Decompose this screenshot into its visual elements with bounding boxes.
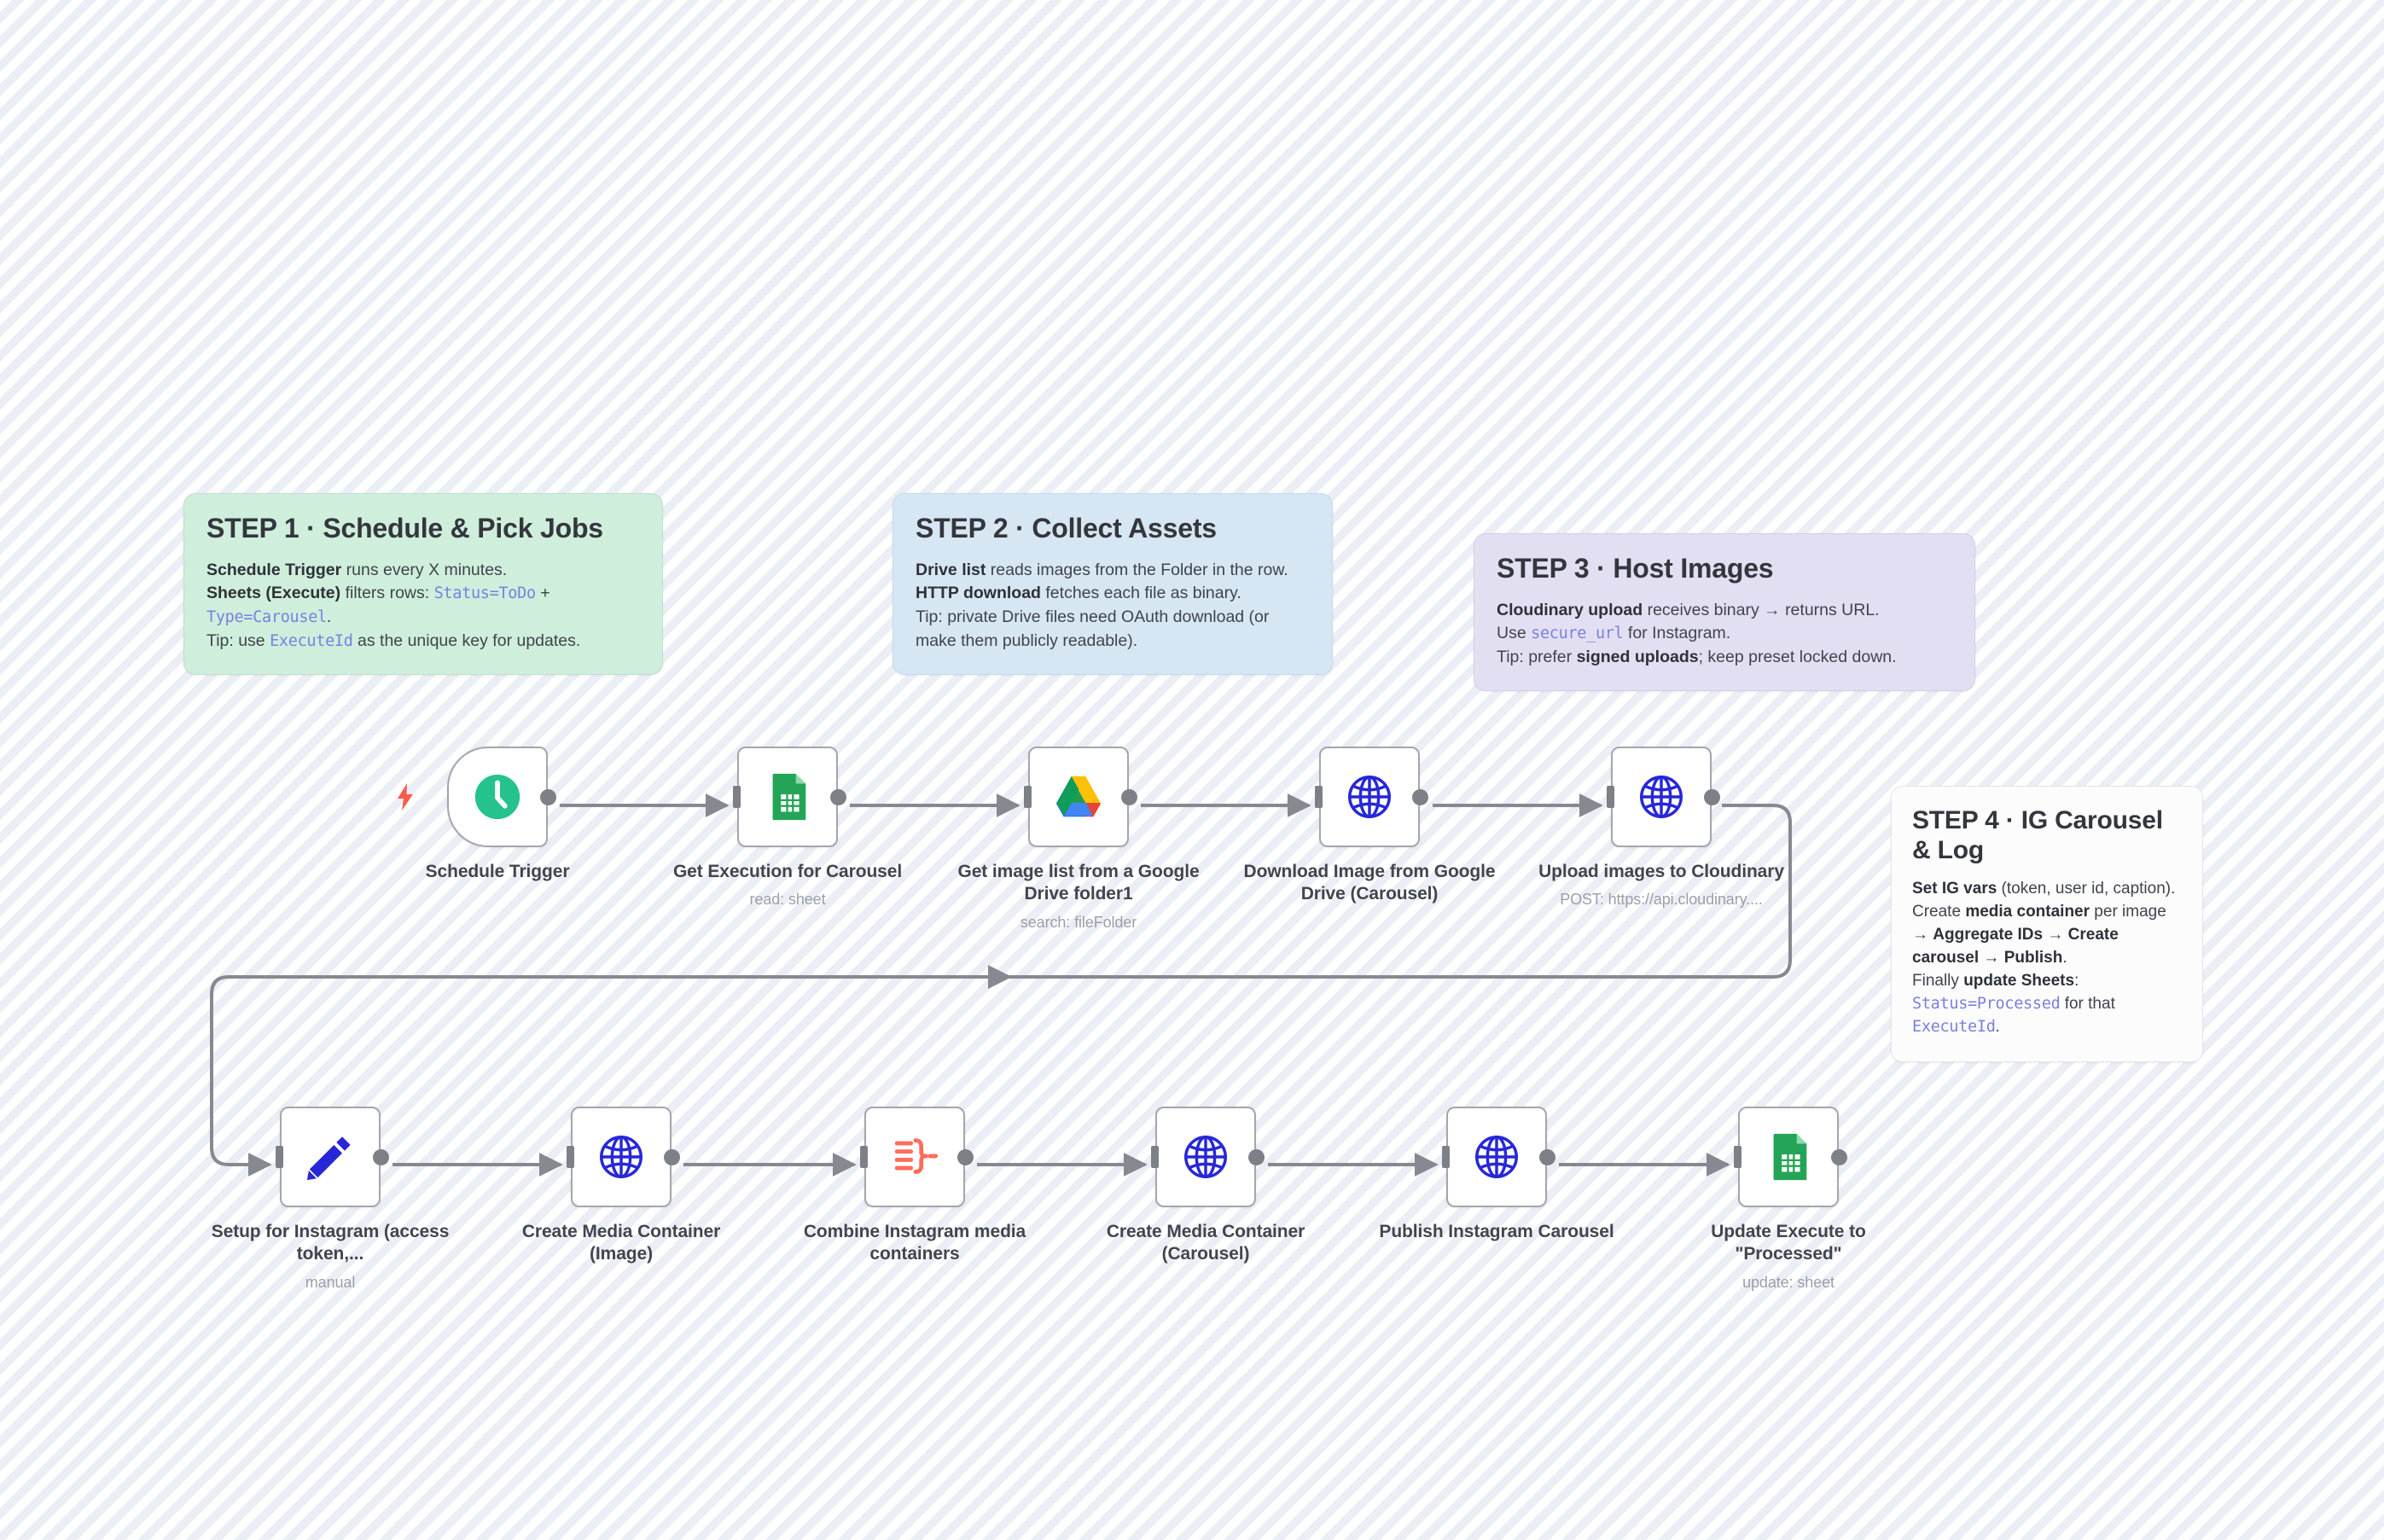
output-port-create-media-container-carousel[interactable] (1247, 1148, 1265, 1165)
input-port-get-image-list-drive[interactable] (1024, 786, 1032, 808)
node-sublabel: read: sheet (749, 891, 826, 909)
sticky-note-step-1[interactable]: STEP 1 · Schedule & Pick Jobs Schedule T… (183, 493, 663, 675)
lightning-bolt-icon (394, 783, 416, 811)
clock-icon (471, 770, 524, 823)
input-port-get-execution-for-carousel[interactable] (733, 786, 741, 808)
node-caption-setup-for-instagram: Setup for Instagram (access token,... man… (198, 1221, 462, 1293)
input-port-publish-instagram-carousel[interactable] (1442, 1146, 1450, 1168)
output-port-combine-media-containers[interactable] (957, 1148, 974, 1165)
note-title: STEP 4 · IG Carousel & Log (1912, 806, 2163, 865)
node-label: Setup for Instagram (access token,... (211, 1222, 450, 1264)
input-port-download-image-drive[interactable] (1315, 786, 1323, 808)
output-port-update-execute-processed[interactable] (1830, 1148, 1847, 1165)
node-caption-get-execution-for-carousel: Get Execution for Carousel read: sheet (655, 861, 920, 909)
output-port-upload-images-cloudinary[interactable] (1703, 788, 1720, 805)
globe-icon (1635, 770, 1688, 823)
node-caption-get-image-list-drive: Get image list from a Google Drive folde… (946, 861, 1211, 933)
node-sublabel: update: sheet (1742, 1273, 1835, 1291)
google-sheets-icon (1762, 1130, 1815, 1183)
node-label: Upload images to Cloudinary (1538, 862, 1784, 881)
input-port-upload-images-cloudinary[interactable] (1607, 786, 1614, 808)
input-port-setup-for-instagram[interactable] (276, 1146, 283, 1168)
node-get-image-list-drive[interactable] (1028, 747, 1129, 847)
sticky-note-step-4[interactable]: STEP 4 · IG Carousel & Log Set IG vars (… (1891, 786, 2203, 1062)
output-port-publish-instagram-carousel[interactable] (1538, 1148, 1555, 1165)
node-update-execute-processed[interactable] (1738, 1107, 1839, 1207)
note-body: Set IG vars (token, user id, caption).Cr… (1912, 879, 2176, 1036)
edge-cloudinary-to-setup (210, 804, 1792, 1177)
input-port-create-media-container-image[interactable] (567, 1146, 574, 1168)
node-caption-create-media-container-image: Create Media Container (Image) (489, 1221, 753, 1266)
node-label: Combine Instagram media containers (803, 1222, 1026, 1264)
node-create-media-container-carousel[interactable] (1155, 1107, 1256, 1207)
node-label: Download Image from Google Drive (Carous… (1243, 862, 1496, 904)
node-get-execution-for-carousel[interactable] (737, 747, 838, 847)
sticky-note-step-2[interactable]: STEP 2 · Collect Assets Drive list reads… (893, 493, 1333, 675)
sticky-note-step-3[interactable]: STEP 3 · Host Images Cloudinary upload r… (1474, 533, 1975, 691)
node-caption-update-execute-processed: Update Execute to "Processed" update: she… (1656, 1221, 1921, 1293)
node-combine-media-containers[interactable] (864, 1107, 965, 1207)
node-label: Update Execute to "Processed" (1711, 1222, 1866, 1264)
node-label: Get Execution for Carousel (672, 862, 903, 881)
note-body: Drive list reads images from the Folder … (916, 560, 1288, 650)
google-drive-icon (1052, 770, 1105, 823)
node-upload-images-cloudinary[interactable] (1611, 747, 1712, 847)
globe-icon (1470, 1130, 1523, 1183)
node-label: Get image list from a Google Drive folde… (957, 862, 1200, 904)
input-port-create-media-container-carousel[interactable] (1151, 1146, 1159, 1168)
globe-icon (1179, 1130, 1232, 1183)
google-sheets-icon (761, 770, 814, 823)
node-sublabel: search: fileFolder (1020, 913, 1137, 931)
node-caption-create-media-container-carousel: Create Media Container (Carousel) (1073, 1221, 1338, 1266)
node-label: Publish Instagram Carousel (1379, 1222, 1614, 1241)
globe-icon (595, 1130, 648, 1183)
node-download-image-drive[interactable] (1319, 747, 1420, 847)
input-port-update-execute-processed[interactable] (1734, 1146, 1741, 1168)
node-sublabel: POST: https://api.cloudinary.... (1560, 891, 1763, 909)
output-port-get-image-list-drive[interactable] (1120, 788, 1137, 805)
note-title: STEP 2 · Collect Assets (916, 513, 1217, 543)
node-setup-for-instagram[interactable] (280, 1107, 381, 1207)
node-caption-combine-media-containers: Combine Instagram media containers (782, 1221, 1047, 1266)
note-body: Cloudinary upload receives binary → retu… (1497, 600, 1897, 667)
node-schedule-trigger[interactable] (447, 747, 548, 847)
output-port-get-execution-for-carousel[interactable] (829, 788, 846, 805)
node-label: Create Media Container (Carousel) (1106, 1222, 1305, 1264)
node-create-media-container-image[interactable] (571, 1107, 672, 1207)
output-port-setup-for-instagram[interactable] (372, 1148, 389, 1165)
note-body: Schedule Trigger runs every X minutes.Sh… (206, 560, 581, 650)
node-label: Create Media Container (Image) (521, 1222, 721, 1264)
note-title: STEP 3 · Host Images (1497, 553, 1774, 584)
node-sublabel: manual (305, 1273, 356, 1291)
output-port-create-media-container-image[interactable] (663, 1148, 680, 1165)
note-title: STEP 1 · Schedule & Pick Jobs (206, 513, 603, 543)
output-port-schedule-trigger[interactable] (539, 788, 556, 805)
edit-pencil-icon (304, 1130, 357, 1183)
aggregate-icon (888, 1130, 941, 1183)
output-port-download-image-drive[interactable] (1411, 788, 1428, 805)
node-caption-download-image-drive: Download Image from Google Drive (Carous… (1237, 861, 1502, 906)
node-publish-instagram-carousel[interactable] (1446, 1107, 1547, 1207)
input-port-combine-media-containers[interactable] (860, 1146, 868, 1168)
globe-icon (1343, 770, 1396, 823)
node-label: Schedule Trigger (425, 862, 570, 881)
node-caption-schedule-trigger: Schedule Trigger (365, 861, 630, 883)
node-caption-publish-instagram-carousel: Publish Instagram Carousel (1364, 1221, 1629, 1243)
